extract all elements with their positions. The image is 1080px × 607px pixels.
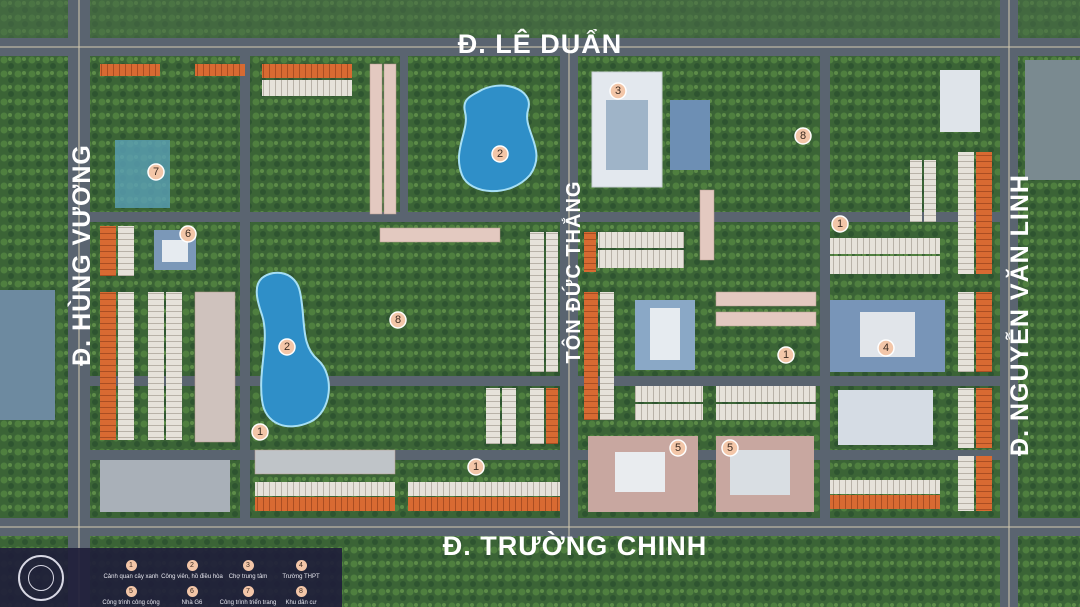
map-marker: 3 bbox=[609, 82, 627, 100]
lake-north bbox=[457, 84, 538, 193]
parking-plaza bbox=[100, 460, 230, 512]
map-marker: 8 bbox=[794, 127, 812, 145]
svg-text:8: 8 bbox=[800, 130, 806, 142]
legend-label: Công trình công cộng bbox=[102, 600, 160, 606]
apartment-block-center-roof bbox=[650, 308, 680, 360]
legend-item: 4 Trường THPT bbox=[266, 554, 336, 581]
road-inner-3 bbox=[90, 450, 1000, 460]
svg-text:1: 1 bbox=[257, 426, 263, 438]
map-marker: 2 bbox=[278, 338, 296, 356]
legend-item: 8 Khu dân cư bbox=[266, 580, 336, 607]
legend-number: 2 bbox=[186, 560, 198, 571]
road-label-nguyen-van-linh: Đ. NGUYỄN VĂN LINH bbox=[1004, 174, 1034, 456]
svg-text:8: 8 bbox=[395, 314, 401, 326]
svg-text:1: 1 bbox=[783, 349, 789, 361]
project-logo bbox=[18, 555, 64, 601]
svg-text:4: 4 bbox=[883, 342, 889, 354]
housing-block-northeast bbox=[940, 70, 980, 132]
legend-label: Trường THPT bbox=[282, 574, 320, 580]
legend-label: Chợ trung tâm bbox=[228, 574, 268, 580]
public-building-east bbox=[838, 390, 933, 445]
map-marker: 7 bbox=[147, 163, 165, 181]
map-marker: 1 bbox=[251, 423, 269, 441]
road-label-truong-chinh: Đ. TRƯỜNG CHINH bbox=[443, 530, 707, 561]
map-marker: 5 bbox=[669, 439, 687, 457]
road-inner-6 bbox=[400, 56, 408, 216]
road-inner-2 bbox=[90, 376, 1000, 386]
outer-building-right bbox=[1025, 60, 1080, 180]
svg-text:3: 3 bbox=[615, 85, 621, 97]
map-marker: 5 bbox=[721, 439, 739, 457]
outer-building-left bbox=[0, 290, 55, 420]
legend-item: 6 Nhà G6 bbox=[157, 580, 227, 607]
legend-label: Công trình triển trang bbox=[219, 600, 277, 606]
townhouse-rows-horizontal bbox=[100, 64, 940, 511]
svg-text:5: 5 bbox=[675, 442, 681, 454]
map-marker: 8 bbox=[389, 311, 407, 329]
map-marker: 1 bbox=[831, 215, 849, 233]
legend-label: Khu dân cư bbox=[285, 600, 317, 606]
townhouse-rows-vertical bbox=[100, 152, 992, 511]
road-inner-4 bbox=[820, 56, 830, 518]
outer-block-top bbox=[0, 0, 1080, 40]
water-feature-east bbox=[670, 100, 710, 170]
public-works-building-b bbox=[730, 450, 790, 495]
road-label-le-duan: Đ. LÊ DUẨN bbox=[458, 28, 623, 59]
legend-label: Cảnh quan cây xanh bbox=[103, 574, 159, 580]
map-marker: 6 bbox=[179, 225, 197, 243]
legend-number: 1 bbox=[125, 560, 137, 571]
map-marker: 1 bbox=[777, 346, 795, 364]
map-marker: 4 bbox=[877, 339, 895, 357]
road-inner-1 bbox=[90, 212, 1000, 222]
legend-item: 1 Cảnh quan cây xanh bbox=[96, 554, 166, 581]
legend-number: 6 bbox=[186, 586, 198, 597]
legend-item: 3 Chợ trung tâm bbox=[213, 554, 283, 581]
villa-clusters bbox=[194, 63, 817, 475]
legend-label: Nhà G6 bbox=[181, 600, 203, 606]
legend-number: 7 bbox=[242, 586, 254, 597]
legend-number: 3 bbox=[242, 560, 254, 571]
svg-text:1: 1 bbox=[837, 218, 843, 230]
svg-text:2: 2 bbox=[284, 341, 290, 353]
road-label-hung-vuong: Đ. HÙNG VƯƠNG bbox=[66, 144, 96, 366]
svg-text:1: 1 bbox=[473, 461, 479, 473]
legend-label: Công viên, hồ điều hòa bbox=[161, 574, 223, 580]
g6-building bbox=[162, 240, 188, 262]
legend-number: 8 bbox=[295, 586, 307, 597]
public-works-building-a bbox=[615, 452, 665, 492]
central-market-roof bbox=[606, 100, 648, 170]
legend-number: 5 bbox=[125, 586, 137, 597]
svg-text:2: 2 bbox=[497, 148, 503, 160]
legend-item: 7 Công trình triển trang bbox=[213, 580, 283, 607]
map-marker: 2 bbox=[491, 145, 509, 163]
legend-number: 4 bbox=[295, 560, 307, 571]
road-label-ton-duc-thang: TÔN ĐỨC THẮNG bbox=[561, 181, 585, 364]
road-inner-5 bbox=[240, 56, 250, 518]
legend-item: 2 Công viên, hồ điều hòa bbox=[157, 554, 227, 581]
svg-text:5: 5 bbox=[727, 442, 733, 454]
svg-text:6: 6 bbox=[185, 228, 191, 240]
legend-item: 5 Công trình công cộng bbox=[96, 580, 166, 607]
map-legend: 1 Cảnh quan cây xanh 2 Công viên, hồ điề… bbox=[0, 548, 342, 607]
map-marker: 1 bbox=[467, 458, 485, 476]
svg-text:7: 7 bbox=[153, 166, 159, 178]
